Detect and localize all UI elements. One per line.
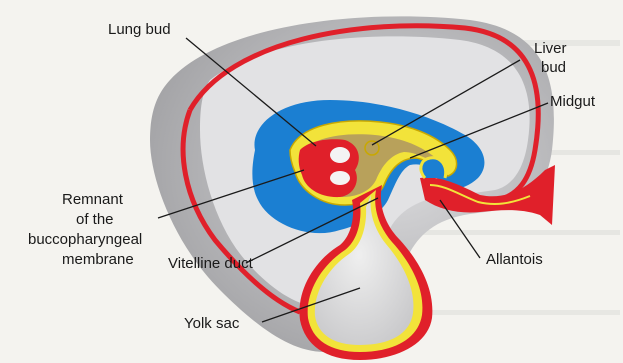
label-remnant-line4: membrane [62, 251, 134, 268]
label-midgut: Midgut [550, 93, 596, 110]
label-liver-bud-line1: Liver [534, 40, 567, 57]
label-vitelline-duct: Vitelline duct [168, 255, 254, 272]
label-yolk-sac: Yolk sac [184, 315, 240, 332]
brain-vesicle-2 [330, 171, 350, 185]
label-remnant-line2: of the [76, 211, 114, 228]
label-allantois: Allantois [486, 251, 543, 268]
label-liver-bud-line2: bud [541, 59, 566, 76]
liver-bud-shape [365, 141, 379, 155]
allantois-loop [421, 158, 446, 178]
label-remnant-line1: Remnant [62, 191, 124, 208]
brain-vesicle [330, 147, 350, 163]
label-remnant-line3: buccopharyngeal [28, 231, 142, 248]
label-lung-bud: Lung bud [108, 21, 171, 38]
